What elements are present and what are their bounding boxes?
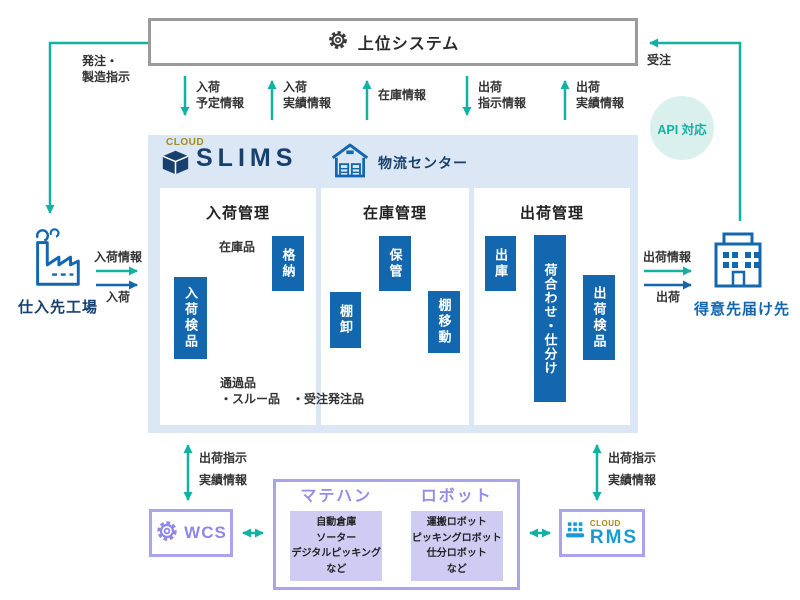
logistics-center: 物流センター bbox=[330, 142, 468, 184]
rms-name: RMS bbox=[589, 526, 639, 548]
matehan-items: 自動倉庫 ソーター デジタルピッキング など bbox=[290, 511, 383, 582]
order-received-label: 受注 bbox=[647, 53, 672, 67]
arrival-info-label: 入荷情報 bbox=[94, 250, 143, 264]
rms-arrow-label: 出荷指示 実績情報 bbox=[608, 451, 657, 488]
passthrough-label: 通過品 bbox=[220, 376, 257, 390]
factory-icon bbox=[25, 228, 87, 299]
rms-logo: CLOUD RMS bbox=[589, 518, 639, 548]
arrival-result-info-label: 入荷 実績情報 bbox=[283, 80, 332, 110]
stock-items-label: 在庫品 bbox=[219, 240, 256, 254]
upper-system-box: 上位システム bbox=[148, 18, 638, 66]
shipping-goods-label: 出荷 bbox=[656, 290, 681, 304]
matehan-title: マテハン bbox=[300, 488, 373, 505]
building-icon bbox=[706, 226, 770, 299]
slims-name: SLIMS bbox=[196, 144, 298, 172]
column-shipping-title: 出荷管理 bbox=[519, 205, 584, 222]
warehouse-icon bbox=[330, 142, 370, 184]
robot-items: 運搬ロボット ピッキングロボット 仕分ロボット など bbox=[410, 511, 503, 582]
arrival-goods-label: 入荷 bbox=[106, 290, 131, 304]
gear-icon bbox=[327, 29, 349, 56]
process-consolidation: 荷合わせ・仕分け bbox=[534, 235, 566, 402]
robot-column: ロボット 運搬ロボット ピッキングロボット 仕分ロボット など bbox=[397, 482, 518, 587]
shipping-info-label: 出荷情報 bbox=[643, 250, 692, 264]
upper-system-title: 上位システム bbox=[357, 36, 460, 53]
matehan-column: マテハン 自動倉庫 ソーター デジタルピッキング など bbox=[276, 482, 397, 587]
stock-info-label: 在庫情報 bbox=[378, 88, 427, 102]
api-badge: API 対応 bbox=[650, 96, 714, 160]
shipping-instruction-info-label: 出荷 指示情報 bbox=[478, 80, 527, 110]
process-receiving-inspection: 入荷検品 bbox=[174, 277, 207, 359]
gear-icon-purple bbox=[155, 519, 179, 548]
passthrough-detail-label: ・スルー品 ・受注発注品 bbox=[220, 392, 365, 406]
conveyor-icon bbox=[565, 522, 586, 544]
wcs-box: WCS bbox=[149, 509, 233, 557]
robot-title: ロボット bbox=[420, 488, 493, 505]
process-picking-out: 出庫 bbox=[485, 236, 516, 291]
process-shipping-inspection: 出荷検品 bbox=[583, 275, 615, 360]
rms-box: CLOUD RMS bbox=[559, 509, 645, 557]
wcs-label: WCS bbox=[184, 523, 227, 542]
customer-destination-label: 得意先届け先 bbox=[694, 301, 791, 318]
supplier-factory-label: 仕入先工場 bbox=[18, 299, 99, 316]
wcs-arrow-label: 出荷指示 実績情報 bbox=[199, 451, 248, 488]
shipping-result-info-label: 出荷 実績情報 bbox=[576, 80, 625, 110]
slims-logo: CLOUD SLIMS bbox=[160, 137, 310, 183]
order-instruction-label: 発注・ 製造指示 bbox=[82, 54, 131, 84]
process-putaway: 格納 bbox=[272, 236, 304, 291]
column-receiving-title: 入荷管理 bbox=[205, 205, 270, 222]
logistics-center-label: 物流センター bbox=[378, 155, 468, 171]
slims-cloud-label: CLOUD bbox=[166, 137, 205, 148]
process-shelf-move: 棚移動 bbox=[428, 291, 460, 353]
rms-cloud-label: CLOUD bbox=[589, 518, 621, 528]
process-storage: 保管 bbox=[379, 236, 411, 291]
equipment-box: マテハン 自動倉庫 ソーター デジタルピッキング など ロボット 運搬ロボット … bbox=[273, 479, 520, 590]
slims-cube-icon bbox=[160, 148, 191, 182]
arrival-schedule-info-label: 入荷 予定情報 bbox=[196, 80, 245, 110]
process-stocktake: 棚卸 bbox=[330, 292, 361, 348]
column-inventory-title: 在庫管理 bbox=[362, 205, 427, 222]
